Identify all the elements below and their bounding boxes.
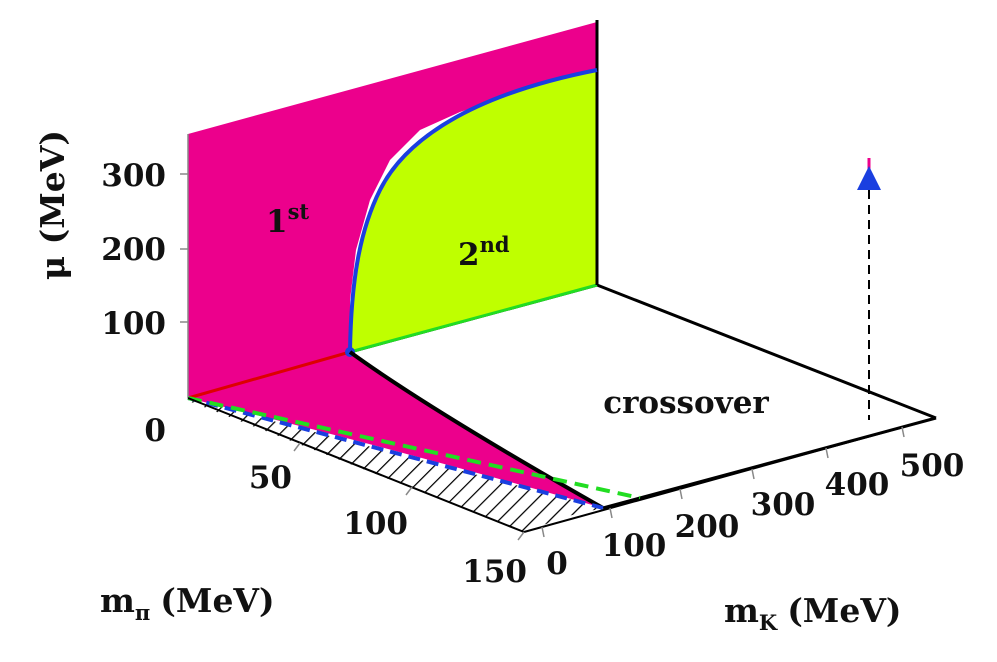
mpi-axis-title-unit: (MeV) <box>160 581 274 620</box>
first-order-label-base: 1 <box>266 204 288 240</box>
mpi-tick-mark <box>517 531 525 541</box>
mpi-tick-mark <box>293 442 301 452</box>
mpi-axis-title: mπ (MeV) <box>100 581 275 625</box>
crossover-label: crossover <box>603 385 769 421</box>
second-order-label: 2nd <box>458 232 510 273</box>
second-order-surface <box>350 70 597 352</box>
mu-tick-label: 0 <box>144 413 166 449</box>
mk-tick-mark <box>901 426 905 438</box>
mpi-tick-label: 50 <box>249 460 292 496</box>
mk-tick-mark <box>825 447 829 459</box>
physical-point-marker-icon <box>857 166 881 190</box>
mpi-tick-label: 100 <box>343 506 408 542</box>
mk-tick-label: 400 <box>825 467 890 503</box>
mu-tick-label: 300 <box>101 158 166 194</box>
first-order-wall <box>188 22 597 398</box>
floor-right-line <box>596 283 937 420</box>
red-line <box>187 350 351 400</box>
mu-axis-title: μ (MeV) <box>33 130 72 280</box>
mpi-tick-mark <box>405 486 413 496</box>
tricritical-curve <box>348 68 598 353</box>
mk-tick-mark <box>541 526 545 538</box>
mk-axis-title: mK (MeV) <box>724 591 902 635</box>
mk-tick-label: 200 <box>675 509 740 545</box>
mpi-axis-line <box>187 397 525 533</box>
mpi-axis-title-main: m <box>100 581 135 620</box>
hatched-region <box>186 398 603 532</box>
mk-axis-title-unit: (MeV) <box>787 591 901 630</box>
mk-tick-mark <box>679 488 683 500</box>
mu-tick-label: 200 <box>101 232 166 268</box>
first-order-label-sup: st <box>288 199 310 224</box>
mk-tick-label: 500 <box>900 448 965 484</box>
mk-axis-title-sub: K <box>759 610 778 635</box>
mk-tick-label: 0 <box>546 546 568 582</box>
mk-tick-label: 300 <box>751 487 816 523</box>
mk-axis-line <box>523 417 937 533</box>
blue-dashed-line <box>187 396 604 510</box>
first-order-label: 1st <box>266 199 309 240</box>
mk-axis-title-main: m <box>724 591 759 630</box>
green-dashed-line <box>187 396 641 500</box>
mk-tick-mark <box>609 507 613 519</box>
second-order-label-sup: nd <box>480 232 510 257</box>
floor-boundary-curve <box>348 350 604 510</box>
mu-tick-label: 100 <box>101 306 166 342</box>
mpi-tick-label: 150 <box>462 554 527 590</box>
mk-tick-label: 100 <box>602 528 667 564</box>
mk-tick-mark <box>751 468 755 480</box>
mpi-axis-title-sub: π <box>135 600 150 625</box>
second-order-label-base: 2 <box>458 237 480 273</box>
green-line <box>349 283 598 354</box>
first-order-floor <box>188 352 603 508</box>
